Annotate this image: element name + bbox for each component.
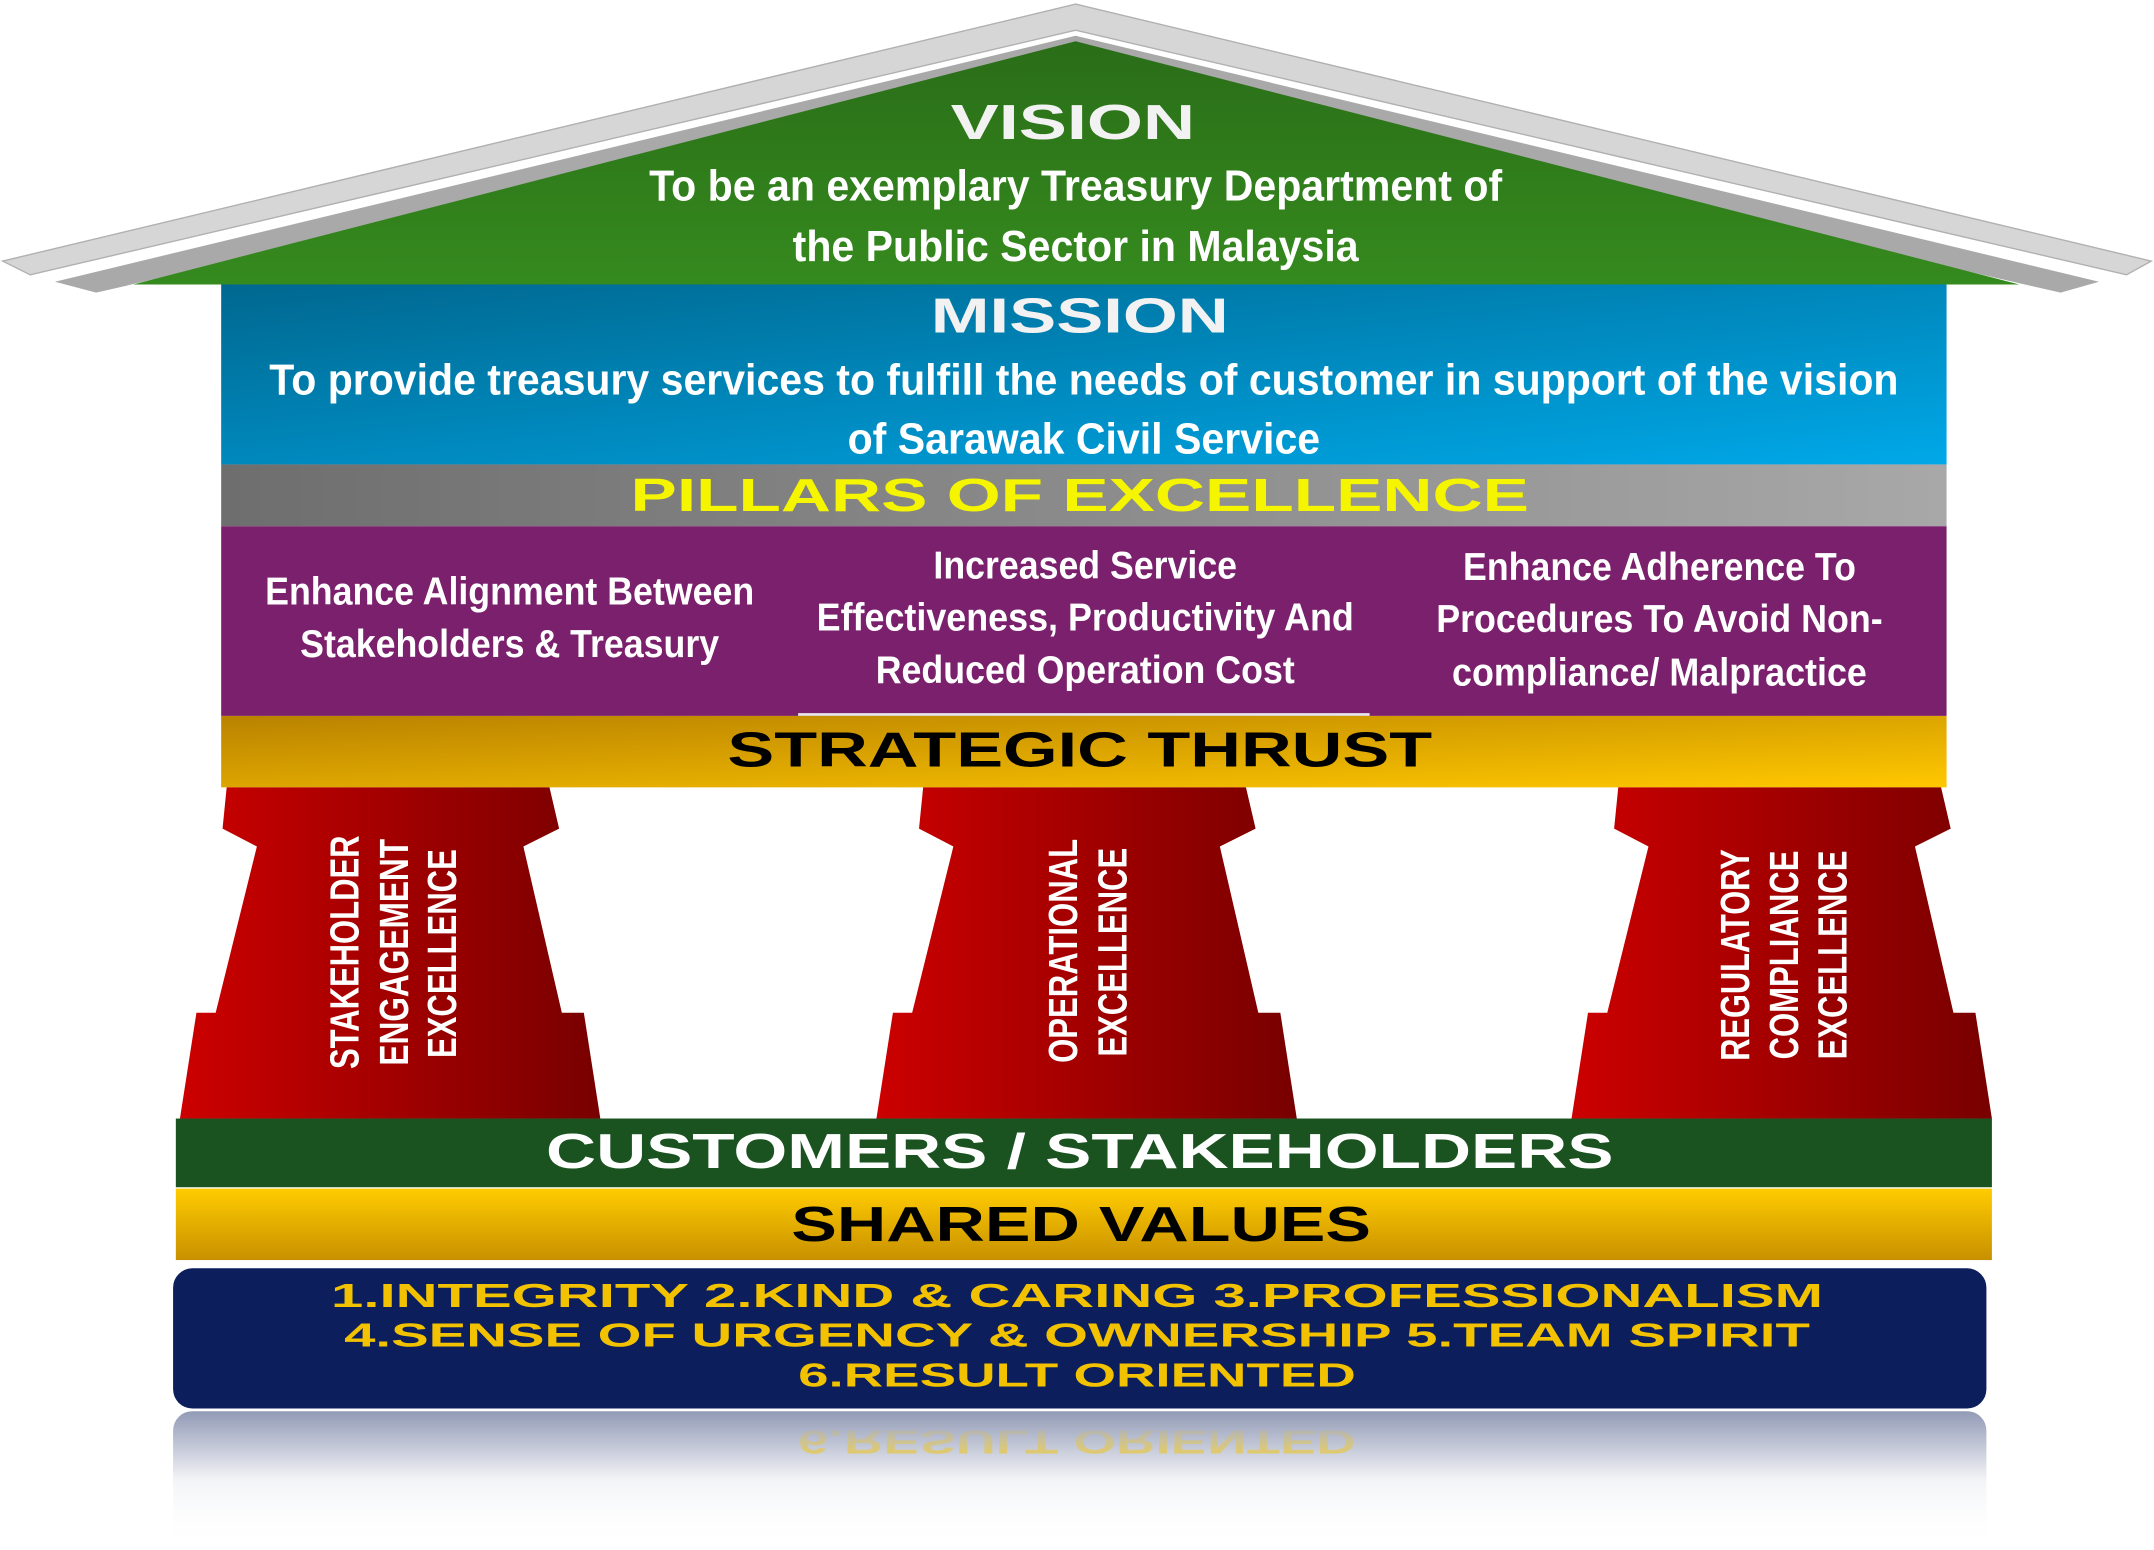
column-3-line-3: EXCELLENCE bbox=[1809, 851, 1855, 1060]
pillars-title-band bbox=[221, 464, 1947, 527]
customers-section: CUSTOMERS / STAKEHOLDERS bbox=[175, 1118, 1992, 1188]
strategic-thrust-title: STRATEGIC THRUST bbox=[727, 723, 1432, 778]
pillars-title: PILLARS OF EXCELLENCE bbox=[631, 469, 1529, 521]
roof-outer-edge bbox=[0, 3, 2154, 276]
column-3-line-1: REGULATORY bbox=[1712, 849, 1758, 1061]
pillar-item-2-line-2: Effectiveness, Productivity And bbox=[817, 597, 1354, 640]
column-stakeholder-engagement: STAKEHOLDER ENGAGEMENT EXCELLENCE bbox=[179, 787, 601, 1119]
pillar-item-2-line-1: Increased Service bbox=[933, 544, 1237, 587]
pillar-item-3-line-2: Procedures To Avoid Non- bbox=[1436, 598, 1882, 641]
column-operational bbox=[876, 787, 1297, 1119]
vision-title: VISION bbox=[951, 95, 1196, 150]
mission-box bbox=[221, 284, 1947, 465]
customers-title: CUSTOMERS / STAKEHOLDERS bbox=[546, 1124, 1613, 1179]
pillar-item-1-line-1: Enhance Alignment Between bbox=[265, 571, 754, 614]
column-shape bbox=[876, 787, 1297, 1119]
column-regulatory-compliance bbox=[1571, 787, 1992, 1119]
column-2-line-1: OPERATIONAL bbox=[1040, 839, 1086, 1063]
column-3-line-2: COMPLIANCE bbox=[1761, 851, 1807, 1060]
pillars-box bbox=[221, 526, 1947, 716]
column-shape bbox=[179, 787, 601, 1119]
pillar-item-3-line-1: Enhance Adherence To bbox=[1463, 546, 1856, 589]
column-1-line-3: EXCELLENCE bbox=[419, 849, 465, 1058]
values-box bbox=[173, 1268, 1987, 1409]
pillars-of-excellence-section: PILLARS OF EXCELLENCE Enhance Alignment … bbox=[221, 464, 1947, 716]
values-line-3-reflection: 6.RESULT ORIENTED bbox=[798, 1423, 1356, 1460]
strategic-thrust-section: STRATEGIC THRUST STAKEHOLDER ENGAGEMENT … bbox=[179, 715, 1992, 1119]
column-1-line-1: STAKEHOLDER bbox=[322, 835, 368, 1069]
pillar-item-3-line-3: compliance/ Malpractice bbox=[1452, 652, 1867, 695]
shared-values-title: SHARED VALUES bbox=[791, 1197, 1371, 1252]
vision-triangle bbox=[133, 41, 2020, 285]
values-line-1: 1.INTEGRITY 2.KIND & CARING 3.PROFESSION… bbox=[331, 1277, 1823, 1314]
values-line-2: 4.SENSE OF URGENCY & OWNERSHIP 5.TEAM SP… bbox=[344, 1317, 1810, 1354]
column-shape bbox=[1571, 787, 1992, 1119]
mission-section: MISSION To provide treasury services to … bbox=[221, 284, 1947, 465]
pillar-item-2: Increased Service Effectiveness, Product… bbox=[817, 544, 1354, 691]
values-line-3: 6.RESULT ORIENTED bbox=[798, 1356, 1356, 1393]
customers-band bbox=[175, 1118, 1992, 1188]
mission-title: MISSION bbox=[931, 289, 1229, 344]
mission-line-2: of Sarawak Civil Service bbox=[848, 414, 1321, 463]
shared-values-band bbox=[175, 1188, 1992, 1261]
vision-line-1: To be an exemplary Treasury Department o… bbox=[649, 162, 1502, 211]
pillar-item-1: Enhance Alignment Between Stakeholders &… bbox=[265, 571, 754, 666]
column-1-line-2: ENGAGEMENT bbox=[371, 839, 417, 1066]
column-2-line-2: EXCELLENCE bbox=[1089, 848, 1135, 1057]
shared-values-section: SHARED VALUES 1.INTEGRITY 2.KIND & CARIN… bbox=[173, 1188, 1992, 1549]
mission-line-1: To provide treasury services to fulfill … bbox=[269, 355, 1898, 404]
values-box-reflection bbox=[173, 1411, 1987, 1549]
pillar-item-1-line-2: Stakeholders & Treasury bbox=[300, 623, 720, 666]
roof: VISION To be an exemplary Treasury Depar… bbox=[0, 3, 2154, 293]
pillar-item-3: Enhance Adherence To Procedures To Avoid… bbox=[1436, 546, 1882, 695]
strategic-thrust-band bbox=[221, 715, 1947, 788]
pillar-item-2-line-3: Reduced Operation Cost bbox=[876, 649, 1295, 692]
vision-line-2: the Public Sector in Malaysia bbox=[793, 222, 1359, 271]
